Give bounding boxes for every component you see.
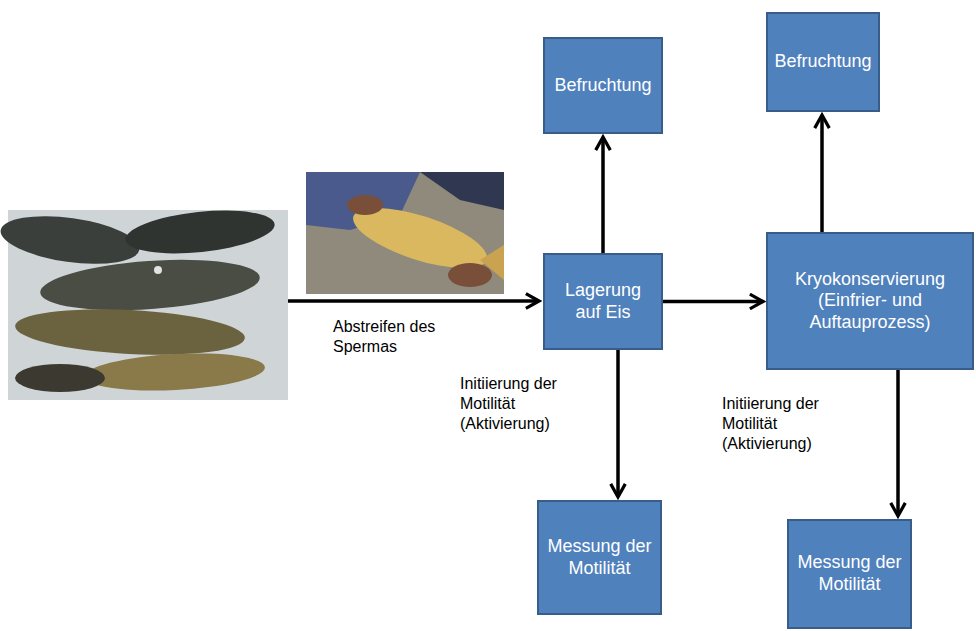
box-label: Messung der Motilität	[545, 536, 654, 579]
process-box: Befruchtung	[543, 37, 663, 134]
fish	[123, 204, 276, 259]
flow-arrow	[896, 370, 900, 516]
fish	[14, 304, 246, 360]
fish	[15, 364, 105, 392]
process-box: Messung der Motilität	[537, 500, 662, 615]
stripping-photo	[306, 172, 504, 294]
photo-ground	[306, 172, 504, 294]
fish-eye	[154, 266, 162, 274]
hand	[448, 263, 492, 287]
flow-arrow	[616, 350, 620, 497]
edge-label: Initiierung der Motilität (Aktivierung)	[720, 393, 864, 455]
flow-arrow	[601, 137, 605, 253]
fish	[39, 253, 262, 316]
process-box: Messung der Motilität	[787, 519, 912, 629]
process-box: Befruchtung	[766, 12, 880, 112]
flow-arrow	[663, 300, 763, 304]
step-label: Abstreifen des Spermas	[331, 316, 465, 358]
box-label: Befruchtung	[774, 51, 871, 73]
hand	[347, 195, 383, 215]
box-label: Befruchtung	[554, 75, 651, 97]
edge-label: Initiierung der Motilität (Aktivierung)	[458, 373, 602, 435]
flow-arrow	[820, 115, 824, 232]
fish	[0, 208, 142, 271]
fish-photo	[0, 204, 288, 400]
cloth	[420, 172, 504, 210]
fish	[84, 349, 266, 394]
box-label: Lagerung auf Eis	[551, 280, 655, 323]
flow-arrow	[288, 299, 539, 303]
box-label: Kryokonservierung (Einfrier- und Auftaup…	[774, 269, 966, 334]
process-box: Kryokonservierung (Einfrier- und Auftaup…	[766, 232, 974, 370]
box-label: Messung der Motilität	[795, 552, 904, 595]
process-box: Lagerung auf Eis	[543, 253, 663, 350]
